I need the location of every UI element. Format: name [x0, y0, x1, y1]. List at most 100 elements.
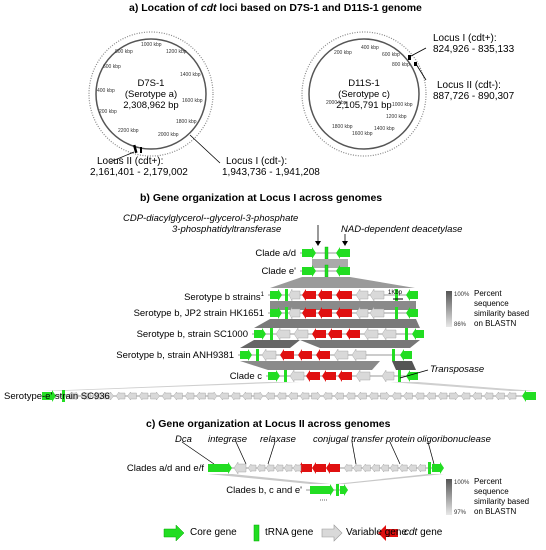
variable-gene-legend-icon [321, 524, 343, 542]
variable-gene-arrow [253, 391, 264, 401]
variable-gene-arrow [391, 391, 402, 401]
variable-gene-arrow [398, 463, 408, 473]
variable-gene-arrow [357, 391, 367, 401]
similarity-block [42, 382, 300, 391]
variable-gene-arrow [283, 463, 293, 473]
variable-gene-arrow [173, 391, 183, 401]
similarity-block [254, 319, 420, 328]
similarity-block [300, 340, 420, 348]
row-label-clades-ad-ef: Clades a/d and e/f [126, 463, 204, 474]
legend-b-text4: on BLASTN [474, 319, 517, 328]
variable-gene-arrow [161, 391, 172, 401]
tick-label: 2000 kbp [158, 132, 179, 138]
g1-locus1-label: Locus I (cdt-): [226, 156, 288, 167]
annot-integrase: integrase [208, 434, 248, 445]
annot-arrowhead [342, 241, 348, 246]
tick-label: 1000 kbp [392, 102, 413, 108]
transposase-pointer [399, 369, 429, 379]
variable-gene-arrow [207, 391, 218, 401]
annot-dca: Dca [175, 434, 192, 445]
similarity-block [240, 340, 300, 348]
variable-gene-arrow [437, 391, 448, 401]
variable-gene-arrow [449, 391, 459, 401]
similarity-block [240, 361, 380, 370]
variable-gene-arrow [247, 463, 257, 473]
variable-gene-arrow [403, 391, 413, 401]
row-label-serotype-b-anh9381: Serotype b, strain ANH9381 [116, 350, 234, 361]
trna-gene-legend-icon [253, 524, 260, 542]
gene-track-clades-b-c-e-prime [306, 484, 348, 496]
variable-gene-arrow [115, 391, 126, 401]
tick-label: 200 kbp [334, 50, 352, 56]
tick-label: 400 kbp [97, 88, 115, 94]
row-label-clade-c: Clade c [229, 371, 262, 382]
annot-oligo: oligoribonuclease [417, 434, 491, 445]
variable-gene-arrow [506, 391, 517, 401]
variable-gene-arrow [460, 391, 471, 401]
variable-gene-arrow [483, 391, 494, 401]
variable-gene-arrow [127, 391, 137, 401]
variable-gene-arrow [92, 391, 103, 401]
annot-arrow [181, 441, 215, 465]
gene-track-clade-ad [300, 246, 350, 260]
variable-gene-arrow [362, 463, 371, 473]
genome2-size: 2,105,791 bp [336, 100, 392, 111]
variable-gene-arrow [380, 391, 390, 401]
gene-track-serotype-b-jp2 [268, 306, 418, 320]
tick-label: 600 kbp [382, 52, 400, 58]
variable-gene-arrow [299, 391, 310, 401]
similarity-block [335, 474, 444, 484]
core-gene-legend-icon [163, 524, 185, 542]
legend-b-bottom: 86% [454, 322, 467, 328]
genome2-serotype: (Serotype c) [338, 89, 390, 100]
genome2-name: D11S-1 [348, 78, 380, 89]
similarity-block [390, 382, 535, 391]
similarity-block [208, 474, 330, 484]
g2-locus2-label: Locus II (cdt-): [437, 80, 501, 91]
variable-gene-arrow [352, 463, 362, 473]
g1-locus1-range: 1,943,736 - 1,941,208 [222, 167, 320, 178]
variable-gene-arrow [196, 391, 206, 401]
row-label-clade-ad: Clade a/d [255, 248, 296, 259]
tick-label: 400 kbp [361, 45, 379, 51]
variable-gene-arrow [104, 391, 114, 401]
annot-arrow [235, 441, 247, 465]
tick-label: 1600 kbp [182, 98, 203, 104]
variable-gene-arrow [472, 391, 482, 401]
variable-gene-arrow [150, 391, 160, 401]
callout-line [410, 47, 427, 57]
row-label-clades-b-c-e-prime: Clades b, c and e' [226, 485, 302, 496]
tick-label: 800 kbp [392, 62, 410, 68]
g1-locus2-label: Locus II (cdt+): [97, 156, 164, 167]
variable-gene-arrow [426, 391, 436, 401]
legend-b-text2: sequence [474, 299, 509, 308]
locus-marker [140, 147, 142, 153]
gene-track-serotype-b-sc1000 [252, 327, 424, 341]
annot-relaxase: relaxase [260, 434, 296, 445]
genome1-size: 2,308,962 bp [123, 100, 179, 111]
variable-gene-arrow [414, 391, 425, 401]
similarity-block [270, 277, 415, 288]
g1-locus2-range: 2,161,401 - 2,179,002 [90, 167, 188, 178]
tick-label: 800 kbp [115, 49, 133, 55]
row-label-serotype-b-sc1000: Serotype b, strain SC1000 [136, 329, 248, 340]
annot-nad: NAD-dependent deacetylase [341, 224, 463, 235]
variable-gene-arrow [343, 463, 353, 473]
row-label-serotype-b-jp2: Serotype b, JP2 strain HK1651 [133, 308, 264, 319]
variable-gene-arrow [265, 391, 275, 401]
tick-label: 1600 kbp [352, 131, 373, 137]
section-b-title: b) Gene organization at Locus I across g… [140, 192, 383, 204]
callout-line [109, 151, 135, 163]
variable-gene-arrow [274, 463, 284, 473]
legend-cdt-label: cdt gene [404, 527, 443, 538]
cdt-gene-legend-icon [378, 525, 398, 541]
tick-label: 2000 kbp [326, 100, 347, 106]
legend-variable-label: Variable gene [346, 527, 407, 538]
callout-line [189, 134, 221, 164]
tick-label: 1200 kbp [386, 114, 407, 120]
legend-c-text3: similarity based [474, 497, 530, 506]
variable-gene-arrow [81, 391, 91, 401]
variable-gene-arrow [311, 391, 321, 401]
similarity-legend-bar [446, 291, 452, 327]
